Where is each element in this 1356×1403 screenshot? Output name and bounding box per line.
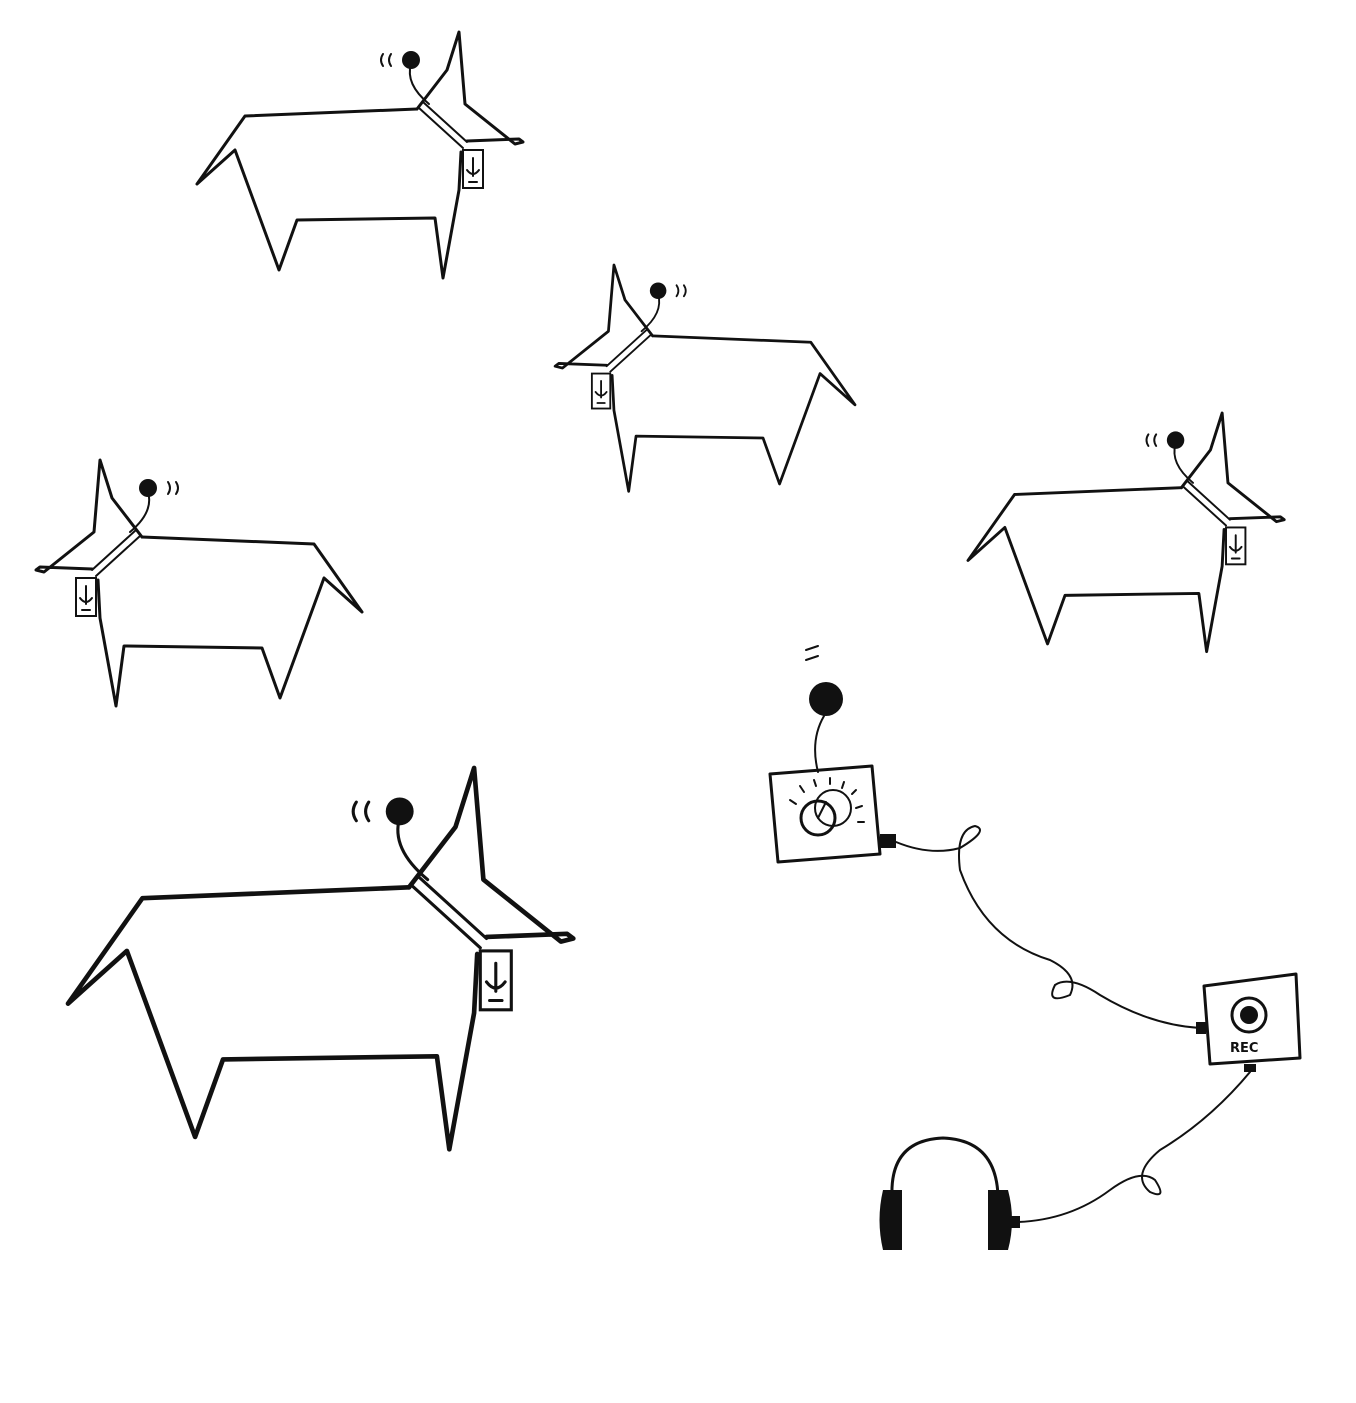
dog-1 <box>195 30 525 280</box>
dog-4 <box>966 411 1286 654</box>
microphone-icon <box>805 645 843 773</box>
cable-1 <box>895 825 1201 1029</box>
recorder-icon: REC <box>1196 972 1302 1072</box>
dog-5 <box>68 768 573 1149</box>
dog-2 <box>553 263 857 493</box>
rec-label: REC <box>1230 1041 1258 1056</box>
headphones-icon <box>879 1136 1020 1250</box>
cable-2 <box>1017 1071 1251 1223</box>
dog-3 <box>34 458 364 708</box>
receiver-icon <box>768 764 896 864</box>
